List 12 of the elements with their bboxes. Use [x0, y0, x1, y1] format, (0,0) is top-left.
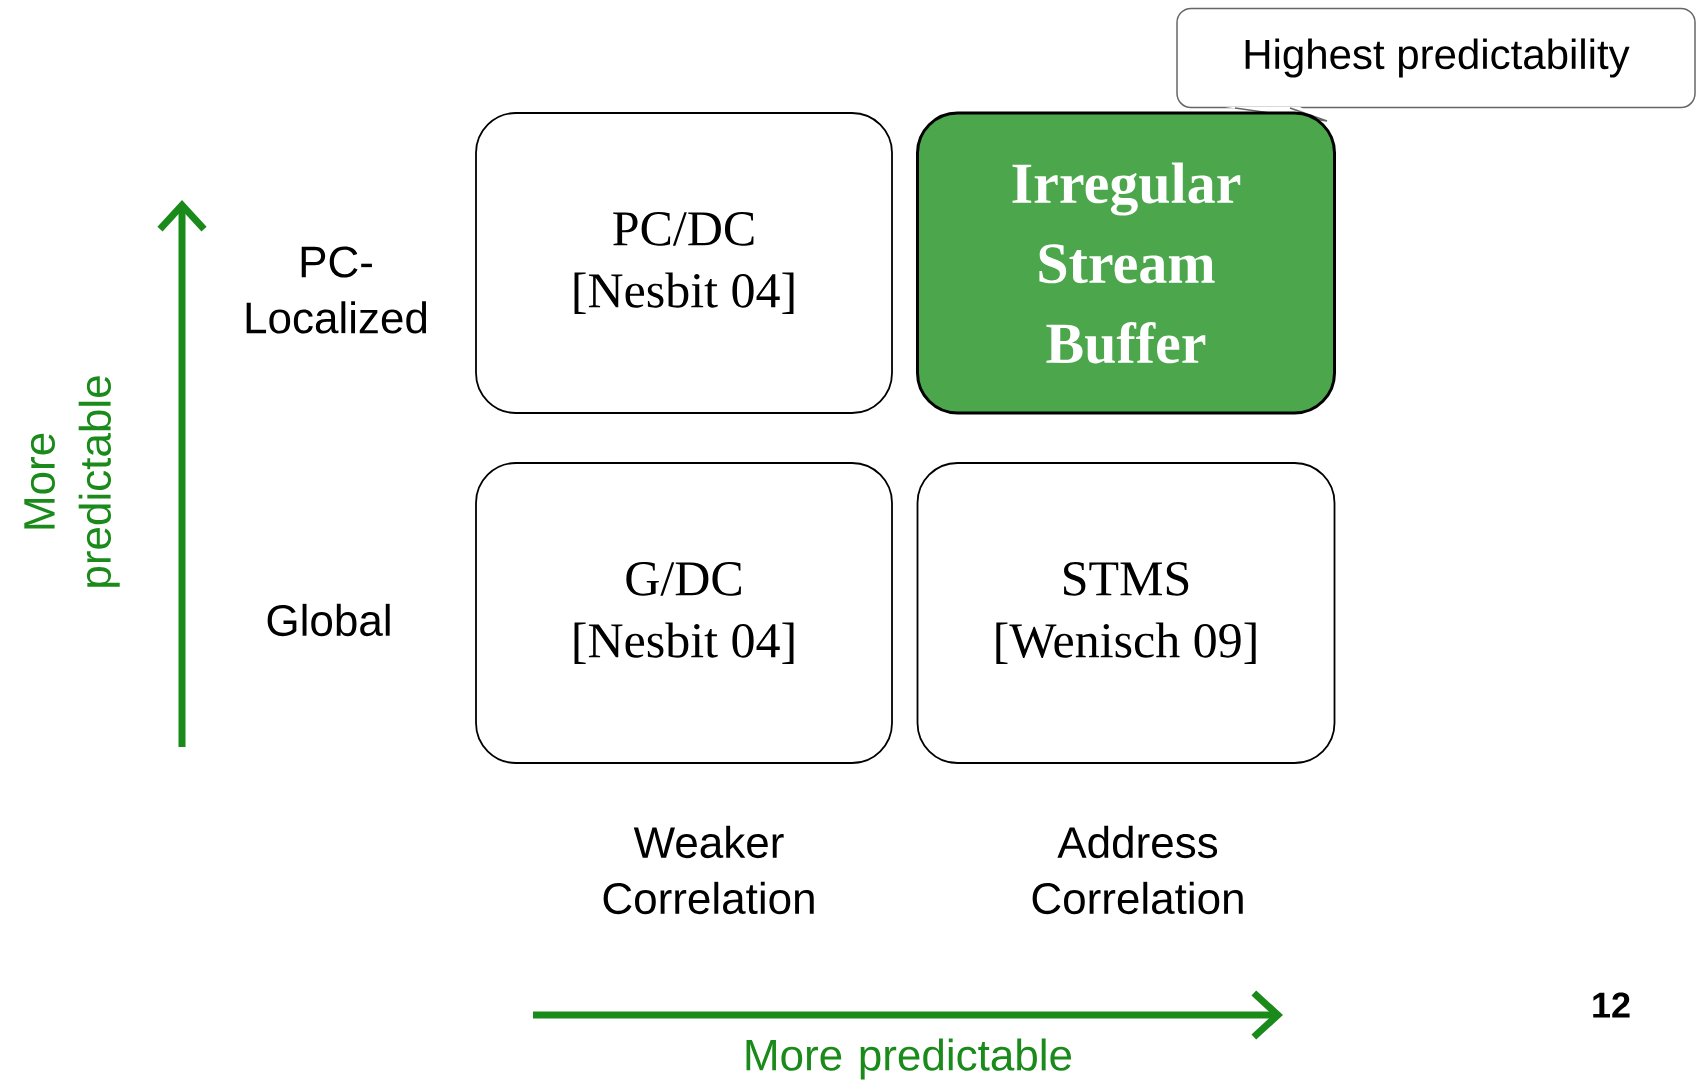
- category-box: PC/DC [Nesbit 04]: [475, 112, 893, 414]
- axis-label: Weaker Correlation: [603, 825, 814, 915]
- axis-label: PC- Localized: [246, 246, 427, 334]
- page-number: 12: [1593, 992, 1630, 1018]
- category-box: G/DC [Nesbit 04]: [475, 462, 893, 764]
- axis-title: More predictable: [746, 1038, 1072, 1080]
- category-box: STMS [Wenisch 09]: [916, 462, 1336, 764]
- highlighted-box: Irregular Stream Buffer: [916, 111, 1336, 415]
- axis-label: Address Correlation: [1032, 825, 1243, 915]
- axis-title: More predictable: [24, 376, 120, 587]
- callout-bubble: Highest predictability: [1176, 7, 1696, 122]
- axis-label: Global: [267, 603, 390, 637]
